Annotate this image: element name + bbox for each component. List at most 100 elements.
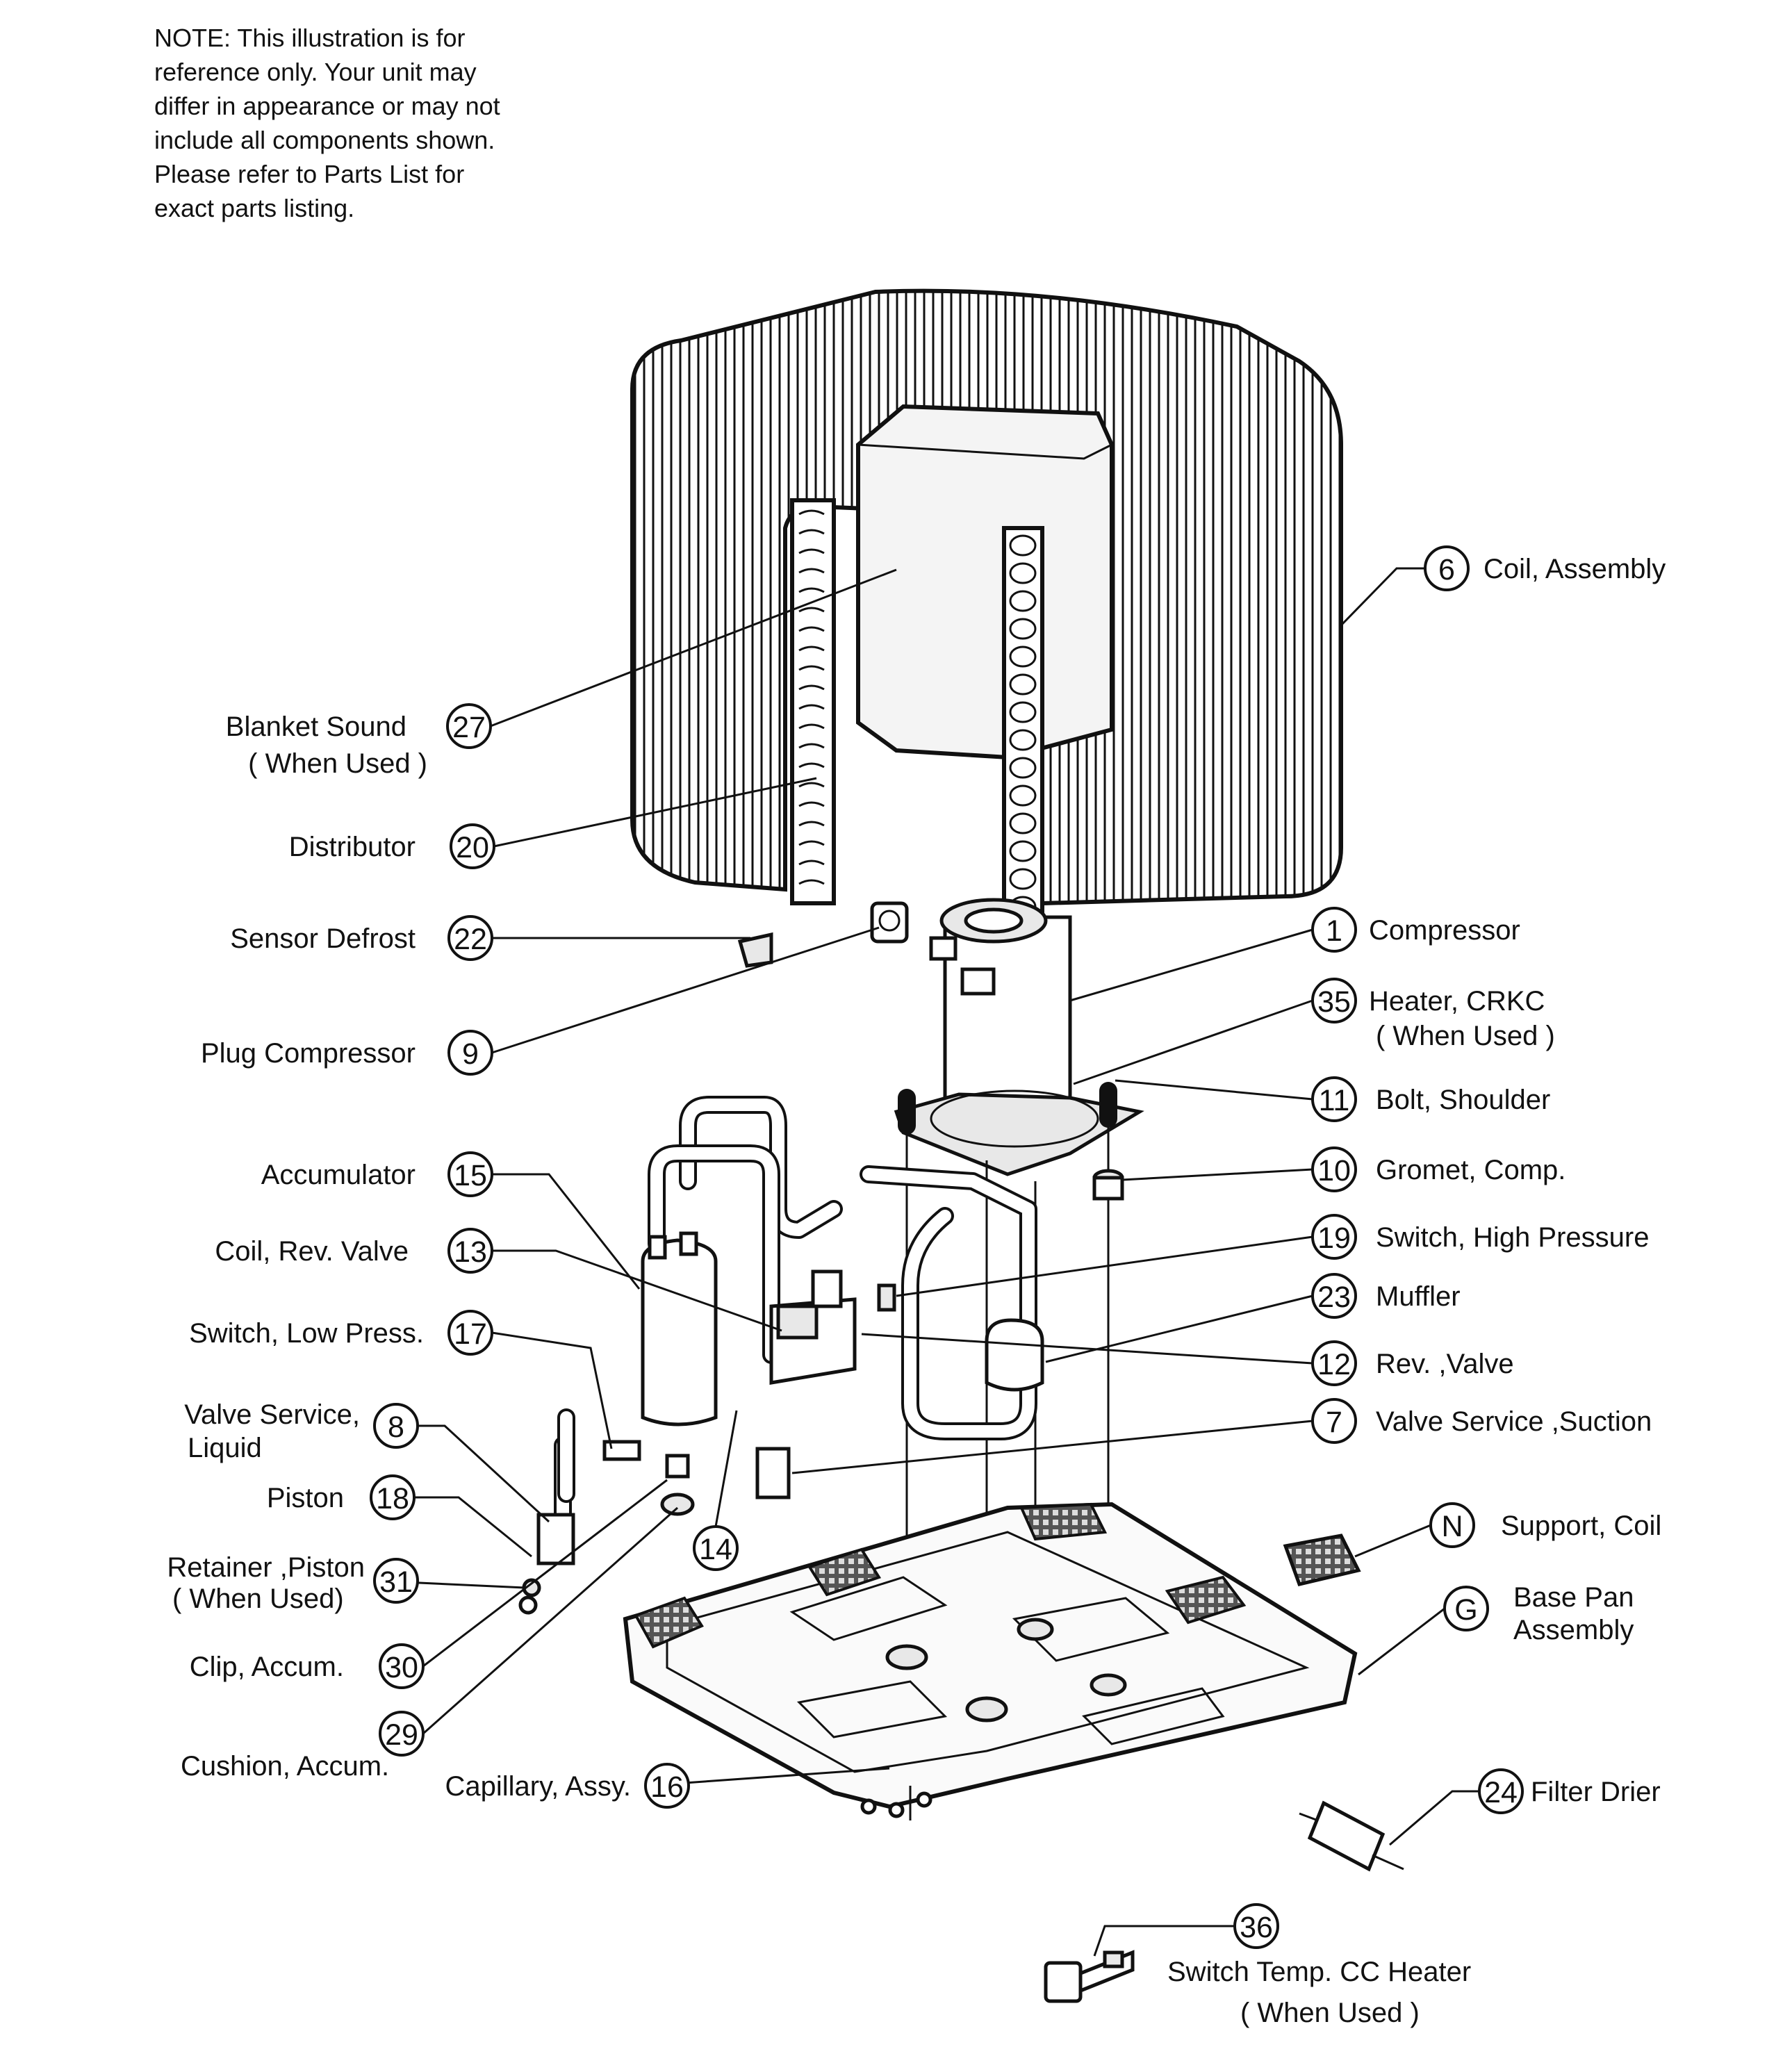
left-coil-end-plate xyxy=(790,498,836,905)
part-label: Piston xyxy=(267,1483,344,1513)
part-label: Clip, Accum. xyxy=(190,1652,344,1682)
leader-line xyxy=(714,1410,738,1527)
part-label: Switch, Low Press. xyxy=(189,1318,424,1349)
return-bend xyxy=(798,704,825,710)
return-bend xyxy=(798,529,825,535)
return-bend xyxy=(798,743,825,749)
part-number-bubble xyxy=(373,1403,419,1449)
muffler-body xyxy=(985,1318,1044,1392)
part-label: Bolt, Shoulder xyxy=(1376,1085,1550,1115)
part-number: 1 xyxy=(1326,914,1342,948)
part-number-bubble xyxy=(1311,907,1357,953)
return-bend xyxy=(798,801,825,807)
callout-12: 12 Rev. ,Valve xyxy=(861,1333,1514,1386)
leader-line xyxy=(896,1235,1313,1297)
part-number-bubble xyxy=(370,1474,416,1520)
part-number: 9 xyxy=(462,1037,479,1071)
callout-9: 9 Plug Compressor xyxy=(201,926,880,1076)
return-bend xyxy=(798,840,825,846)
callout-1: 1 Compressor xyxy=(1069,907,1520,1002)
part-label-secondary: ( When Used) xyxy=(172,1584,344,1614)
part-number: 31 xyxy=(379,1565,413,1599)
part-number-bubble xyxy=(1478,1768,1524,1814)
part-number: 16 xyxy=(650,1770,684,1804)
reference-note: NOTE: This illustration is for reference… xyxy=(154,24,500,222)
part-number: 27 xyxy=(452,711,486,744)
part-number-bubble xyxy=(450,823,495,869)
return-bend xyxy=(798,879,825,885)
part-number: 29 xyxy=(385,1718,418,1752)
part-number: 36 xyxy=(1240,1911,1273,1944)
return-bend xyxy=(1009,812,1037,834)
return-bend xyxy=(1009,562,1037,584)
return-bend xyxy=(1009,784,1037,807)
part-number-bubble xyxy=(1311,1146,1357,1192)
return-bend xyxy=(798,665,825,671)
part-number-bubble xyxy=(379,1711,425,1757)
part-number-bubble xyxy=(379,1643,425,1689)
return-bend xyxy=(798,607,825,613)
leader-line xyxy=(861,1333,1313,1365)
return-bend xyxy=(798,509,825,516)
callout-11: 11 Bolt, Shoulder xyxy=(1115,1076,1550,1122)
part-number-bubble xyxy=(447,915,493,961)
leader-line xyxy=(492,1173,641,1290)
part-number-bubble xyxy=(1233,1903,1279,1949)
part-label: Accumulator xyxy=(261,1160,416,1190)
part-label-secondary: ( When Used ) xyxy=(1376,1021,1555,1051)
part-number: 7 xyxy=(1326,1406,1342,1439)
leader-line xyxy=(1354,1524,1431,1558)
temp-switch-drawing xyxy=(1044,1950,1135,2003)
return-bend xyxy=(798,684,825,691)
callout-16: 16 Capillary, Assy. xyxy=(445,1763,890,1809)
part-number: 11 xyxy=(1319,1084,1350,1117)
leader-line xyxy=(490,568,897,727)
part-number-bubble xyxy=(693,1525,739,1571)
part-number-bubble xyxy=(447,1151,493,1197)
part-label: Sensor Defrost xyxy=(230,923,416,954)
part-label: Compressor xyxy=(1369,915,1520,946)
part-label: Plug Compressor xyxy=(201,1038,416,1069)
part-label: Distributor xyxy=(289,832,416,862)
part-label: Retainer ,Piston xyxy=(167,1552,365,1583)
leader-line xyxy=(1045,1294,1313,1363)
part-number-bubble xyxy=(1443,1586,1489,1631)
defrost-sensor-part xyxy=(737,932,773,968)
leader-line xyxy=(418,1424,550,1523)
callout-36: 36 xyxy=(1093,1903,1279,1957)
callout-7: 7 Valve Service ,Suction xyxy=(791,1398,1652,1474)
part-label: Valve Service ,Suction xyxy=(1376,1406,1652,1437)
part-label: Capillary, Assy. xyxy=(445,1771,631,1802)
leader-line xyxy=(1121,1168,1313,1181)
part-label: Rev. ,Valve xyxy=(1376,1349,1514,1379)
return-bend xyxy=(798,548,825,554)
callout-14: 14 xyxy=(693,1410,739,1571)
leader-line xyxy=(791,1420,1313,1474)
callout-31: 31 Retainer ,Piston( When Used) xyxy=(167,1552,525,1614)
part-number-bubble xyxy=(447,1310,493,1356)
return-bend xyxy=(1009,729,1037,751)
return-bend xyxy=(1009,868,1037,890)
part-label: Cushion, Accum. xyxy=(181,1751,389,1782)
base-pan-drawing xyxy=(623,1502,1358,1820)
return-bend xyxy=(798,646,825,652)
part-label: Support, Coil xyxy=(1501,1511,1661,1541)
part-label: Gromet, Comp. xyxy=(1376,1155,1565,1185)
part-number-bubble xyxy=(447,1228,493,1274)
return-bend xyxy=(798,860,825,866)
part-number: 12 xyxy=(1317,1348,1351,1381)
part-number-bubble xyxy=(447,1030,493,1076)
part-number: 22 xyxy=(454,923,487,956)
part-label-secondary: ( When Used ) xyxy=(248,748,427,779)
return-bend xyxy=(1009,646,1037,668)
leader-line xyxy=(1358,1607,1445,1676)
leader-line xyxy=(1340,567,1428,627)
part-number: 19 xyxy=(1317,1222,1351,1255)
